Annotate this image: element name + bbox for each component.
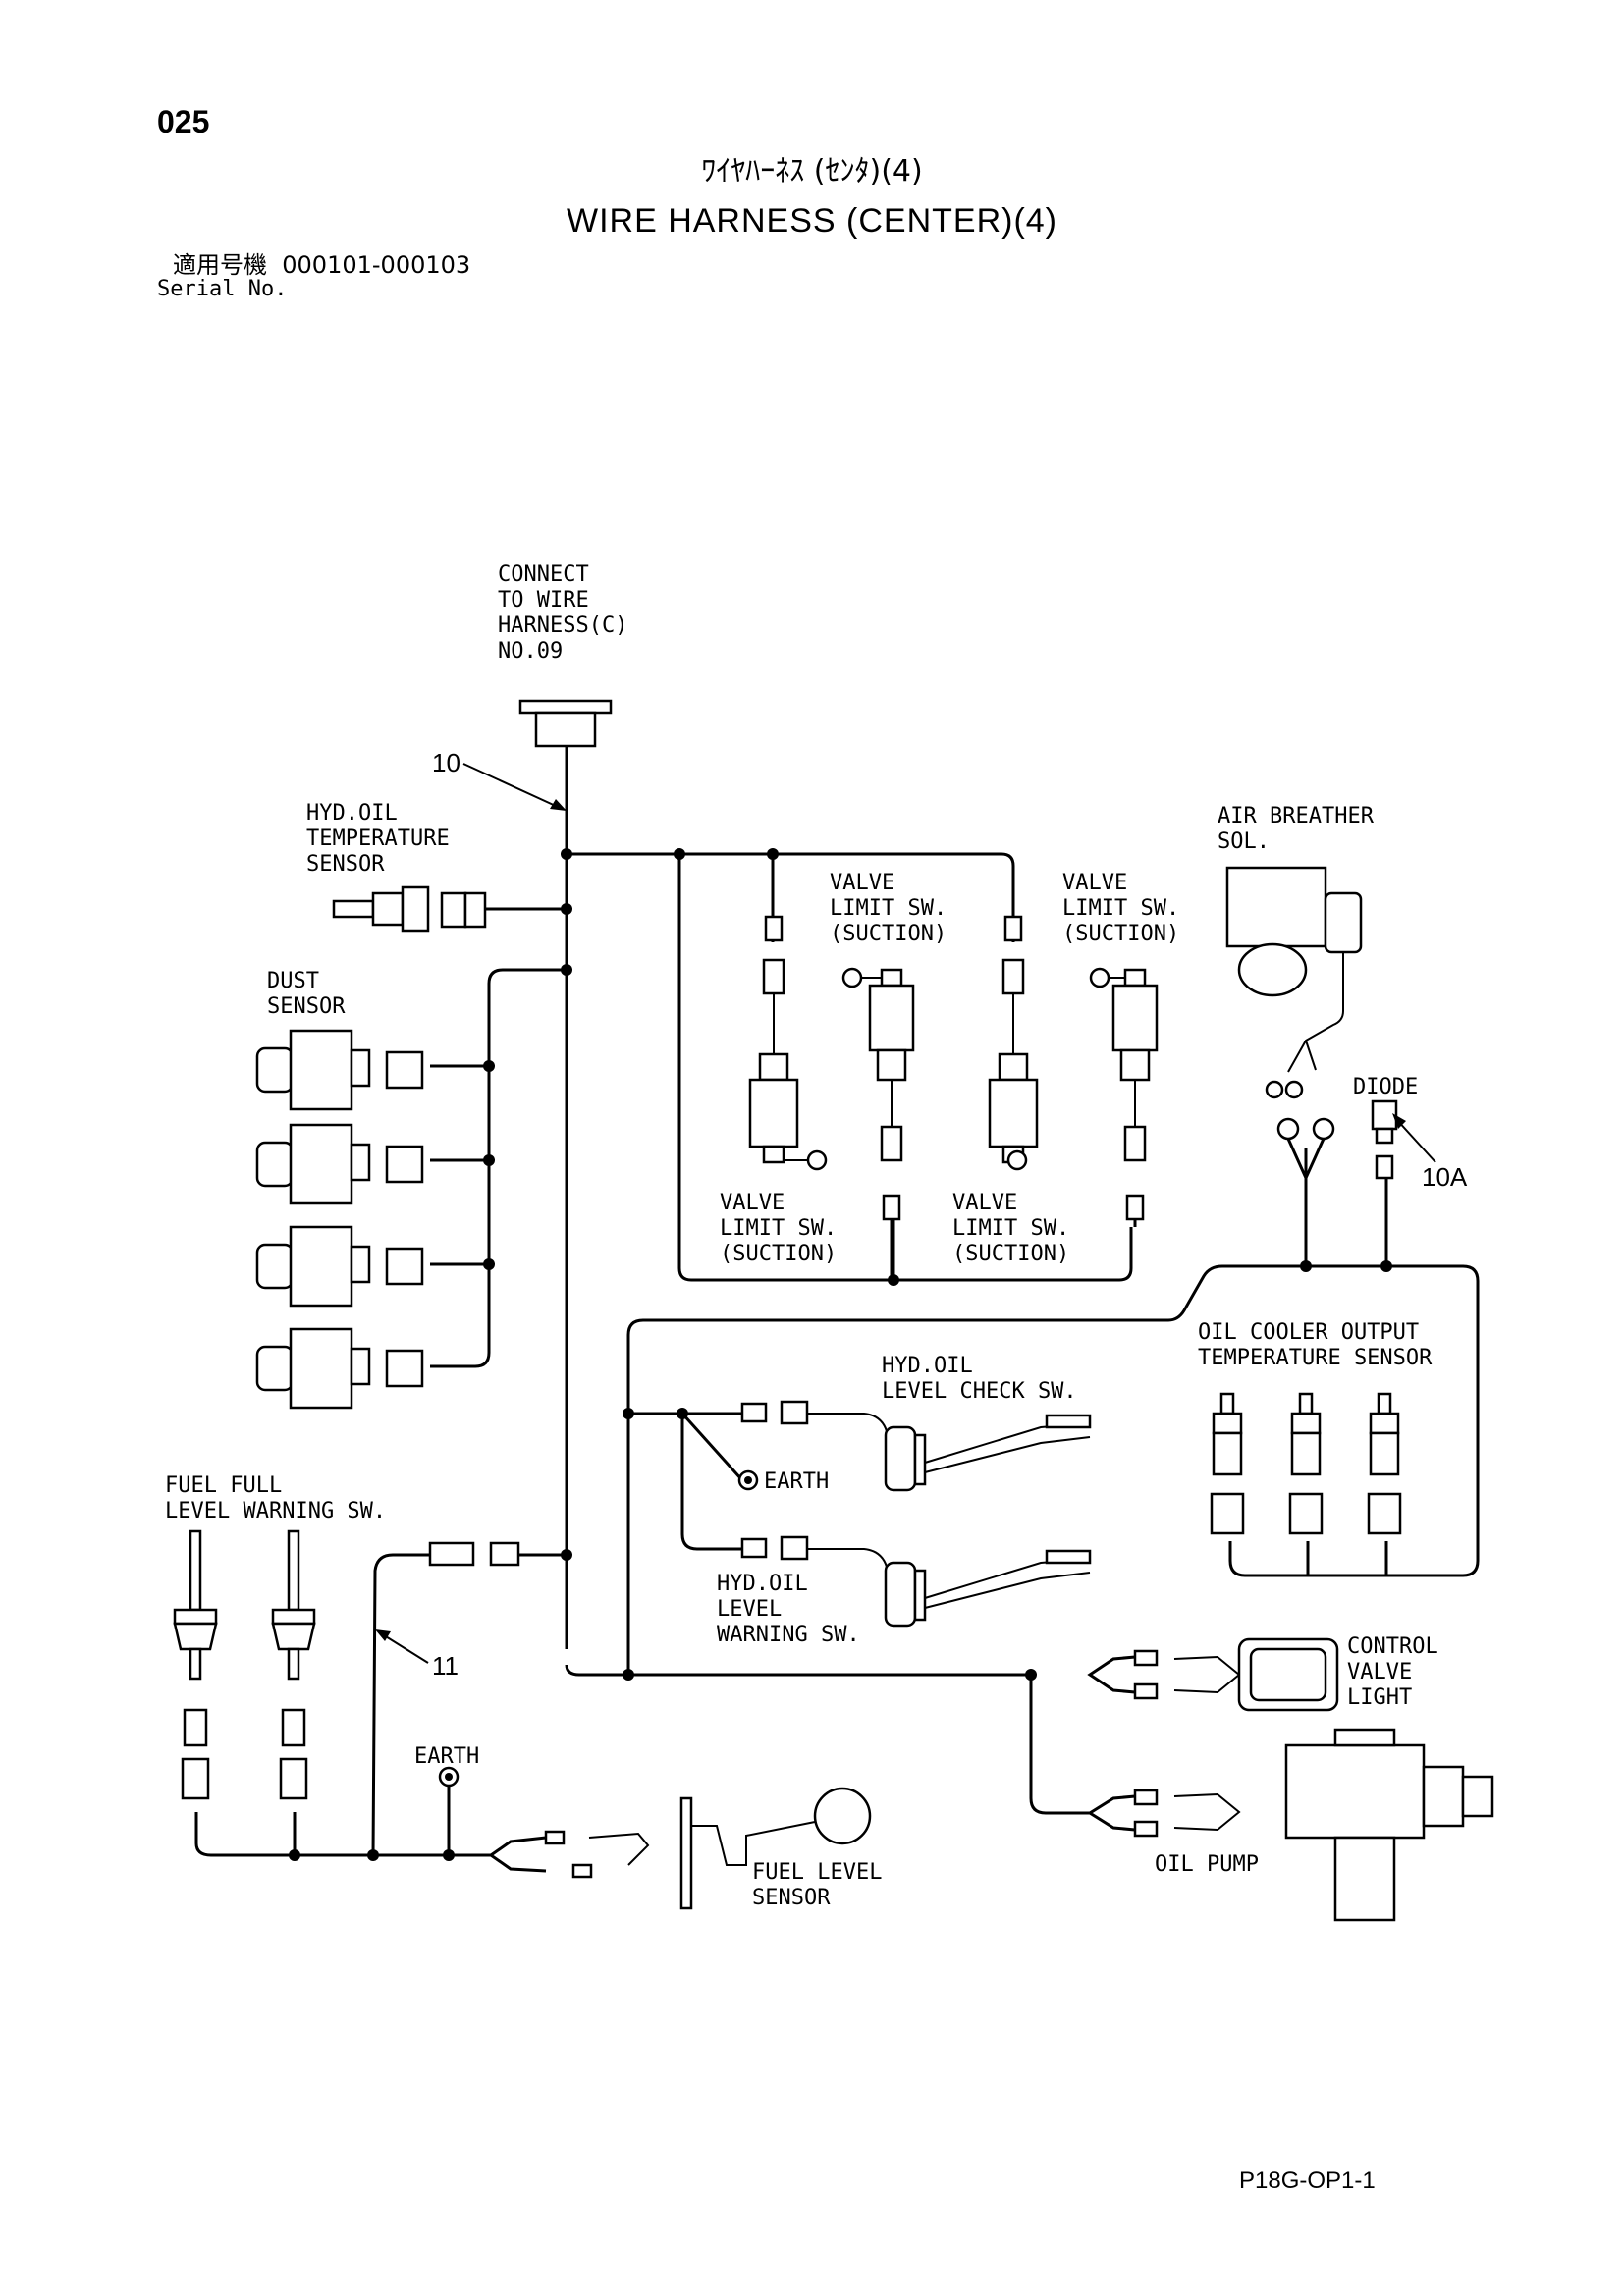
page-title: WIRE HARNESS (CENTER)(4) [566,202,1058,240]
callout-10: 10 [432,748,460,777]
oil-cooler-sensors [1210,1392,1402,1535]
drawing-code: P18G-OP1-1 [1239,2167,1376,2194]
diode-label: DIODE [1353,1075,1418,1099]
earth-point-mid [737,1469,759,1491]
earth-bottom-label: EARTH [414,1744,479,1769]
fuel-full-switches [173,1529,520,1800]
serial-label-jp: 適用号機 [173,251,267,279]
hyd-oil-level-check-switch [740,1400,1092,1492]
fuel-level-sensor [488,1787,872,1910]
serial-label-en: Serial No. [157,277,288,301]
dust-sensors [255,1029,424,1410]
callout-11: 11 [432,1651,459,1681]
serial-line: 適用号機 000101-000103 [173,253,470,277]
oil-pump [1087,1728,1494,1922]
page-number: 025 [157,104,210,139]
control-valve-light [1087,1637,1339,1712]
hyd-oil-level-warning-switch [740,1535,1092,1628]
diode [1371,1099,1398,1180]
harness-connector [518,699,613,748]
valve-limit-switches [748,915,1159,1280]
oil-pump-label: OIL PUMP [1155,1852,1259,1877]
air-breather-solenoid [1225,866,1363,1182]
title-japanese: ﾜｲﾔﾊｰﾈｽ (ｾﾝﾀ)(4) [701,154,923,188]
earth-mid-label: EARTH [764,1469,829,1494]
hyd-oil-temp-sensor [332,885,487,933]
callout-10a: 10A [1422,1162,1468,1192]
earth-point-bottom [438,1766,460,1788]
serial-range: 000101-000103 [282,251,471,279]
